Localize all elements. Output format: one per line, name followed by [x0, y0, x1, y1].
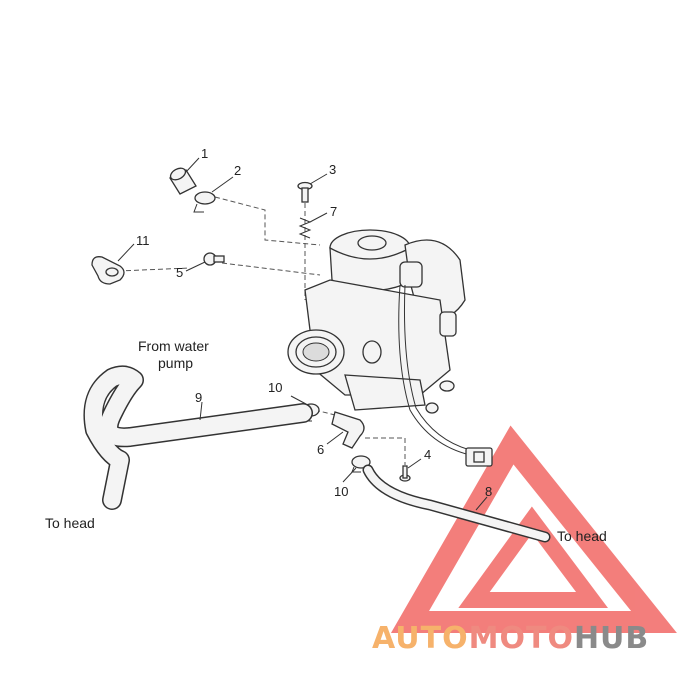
watermark-logo: [390, 425, 677, 633]
callout-8: 8: [485, 484, 492, 499]
callout-6: 6: [317, 442, 324, 457]
label-from-water-line2: pump: [158, 355, 193, 371]
watermark-moto: MOTO: [469, 621, 574, 656]
part-7-spring: [298, 217, 312, 239]
label-to-head-right: To head: [557, 528, 607, 544]
part-1-sleeve: [169, 167, 197, 195]
part-2-clamp: [193, 191, 216, 213]
callout-10-upper: 10: [268, 380, 282, 395]
part-5-screw: [203, 252, 225, 266]
label-to-head-left: To head: [45, 515, 95, 531]
part-4-screw: [399, 465, 411, 482]
watermark-auto: AUTO: [372, 621, 469, 656]
callout-1: 1: [201, 146, 208, 161]
watermark-triangle-inner: [458, 506, 608, 608]
part-11-clip: [91, 256, 125, 285]
callout-9: 9: [195, 390, 202, 405]
part-8-hose: [362, 464, 551, 543]
part-6-elbow-fitting: [331, 411, 365, 449]
callout-leaders: [117, 157, 488, 511]
part-3-screw: [297, 181, 313, 203]
watermark-hub: HUB: [574, 621, 649, 656]
assembly-leader-lines: [117, 195, 406, 465]
callout-10-lower: 10: [334, 484, 348, 499]
carburetor-body: [287, 229, 493, 467]
callout-4: 4: [424, 447, 431, 462]
watermark-triangle-outer: [390, 425, 677, 633]
callout-2: 2: [234, 163, 241, 178]
callout-3: 3: [329, 162, 336, 177]
watermark-text: AUTOMOTOHUB: [372, 621, 649, 656]
callout-5: 5: [176, 265, 183, 280]
label-from-water-line1: From water: [138, 338, 209, 354]
callout-11: 11: [136, 233, 150, 248]
callout-7: 7: [330, 204, 337, 219]
part-9-hose: [83, 365, 313, 510]
